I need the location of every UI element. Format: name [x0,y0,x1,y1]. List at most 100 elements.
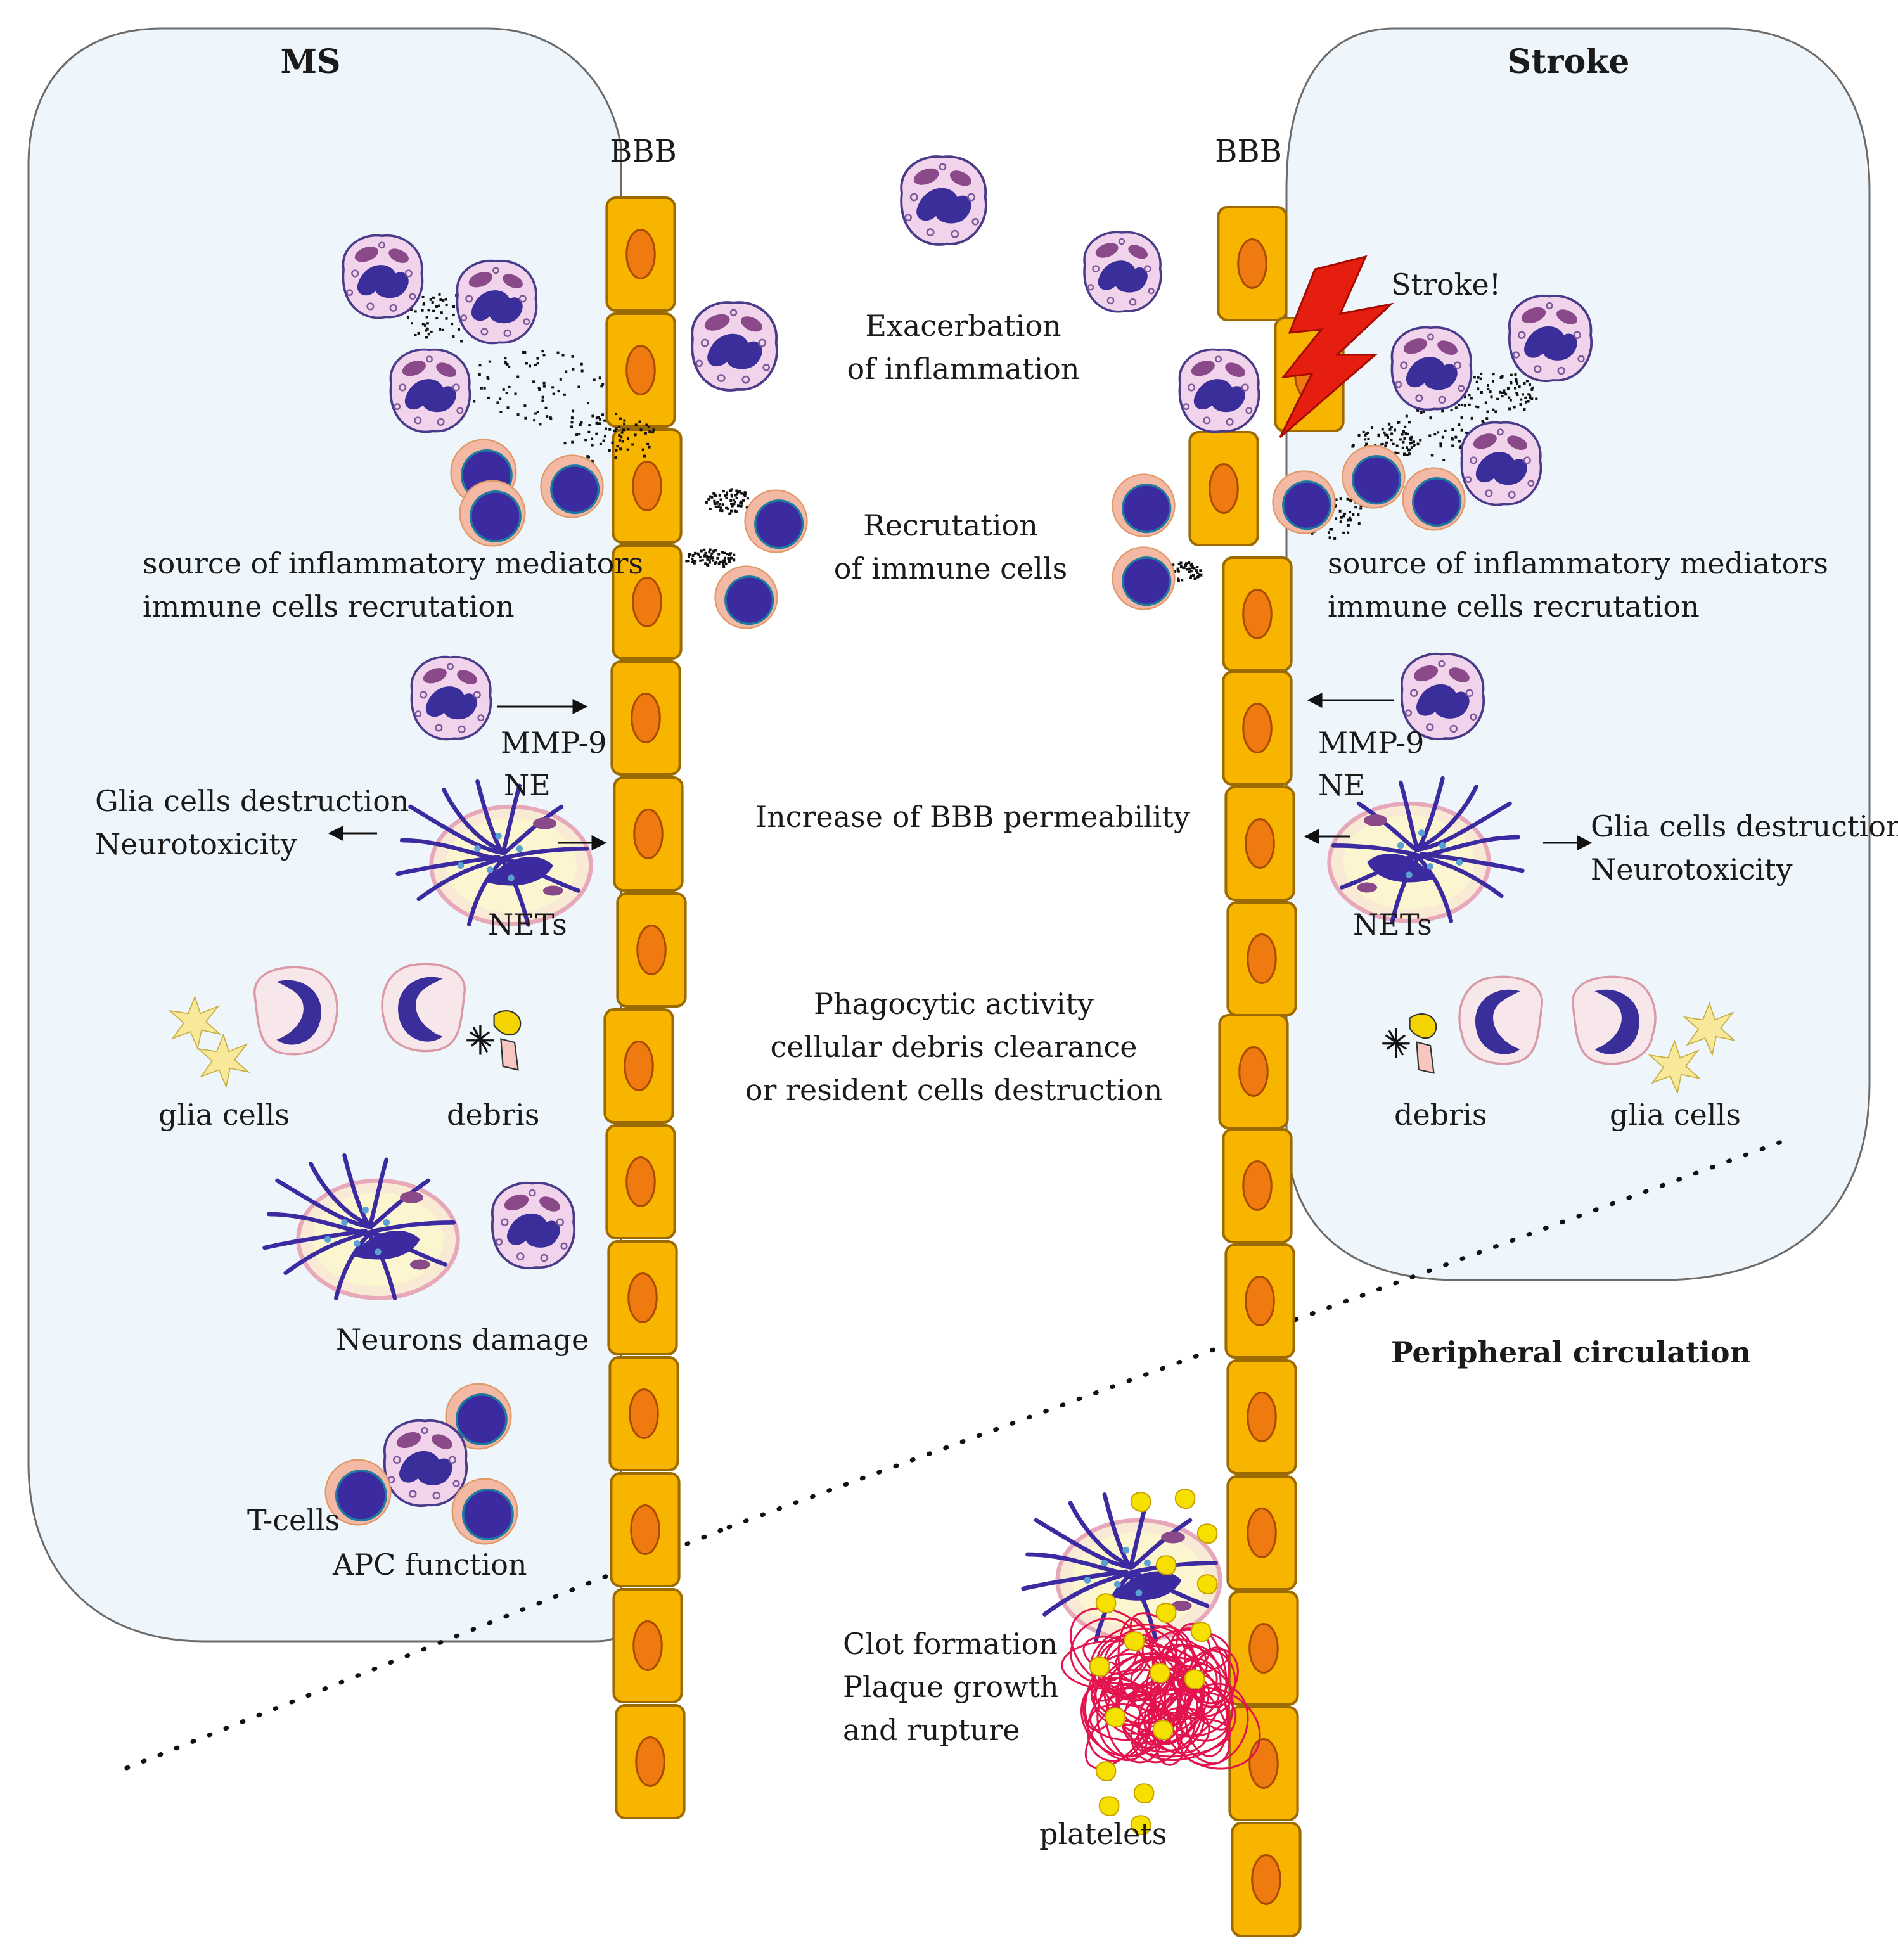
label-exacerbation-line1: Exacerbation [865,309,1061,343]
mediator-dot [1177,562,1181,565]
endothelial-cell [614,778,682,890]
label-stroke-exclaim: Stroke! [1391,267,1501,302]
mediator-dot [733,500,736,503]
platelet-icon [1105,1707,1126,1728]
mediator-dot [1359,507,1363,510]
clot-fiber [1130,1707,1183,1764]
mediator-dot [743,494,747,497]
label-clot-line3: and rupture [843,1713,1020,1747]
clot-fiber [1152,1711,1193,1744]
mediator-dot [646,442,650,445]
mediator-dot [1365,432,1368,435]
mediator-dot [556,351,560,354]
mediator-dot [694,560,697,563]
mediator-dot [1390,439,1393,442]
endothelial-cell [616,1705,684,1818]
mediator-dot [487,377,490,380]
mediator-dot [411,322,414,325]
mediator-dot [1346,497,1349,501]
mediator-dot [1386,433,1389,437]
macrophage-cell [253,966,338,1056]
mediator-dot [626,448,629,451]
mediator-dot [601,383,605,386]
mediator-dot [1188,570,1191,573]
mediator-dot [1529,396,1532,399]
mediator-dot [608,428,612,431]
mediator-dot [536,411,539,414]
endothelial-cell [1229,1707,1297,1820]
mediator-dot [1387,436,1390,439]
mediator-dot [577,385,580,388]
mediator-dot [532,380,535,383]
mediator-dot [425,336,428,339]
mediator-dot [725,493,728,496]
mediator-dot [1460,416,1463,420]
mediator-dot [1405,446,1408,449]
mediator-dot [502,388,505,391]
mediator-dot [1522,393,1525,396]
mediator-dot [1179,561,1183,565]
neutrophil-cell [1083,231,1162,313]
mediator-dot [1506,387,1510,390]
endothelial-cell [1223,672,1291,785]
mediator-dot [697,553,700,556]
label-ms-mmp9: MMP-9 [501,726,606,760]
label-phago-line1: Phagocytic activity [814,987,1094,1021]
mediator-dot [1451,437,1454,440]
label-peripheral-circulation: Peripheral circulation [1391,1335,1751,1369]
platelet-icon [1155,1603,1177,1624]
mediator-dot [504,360,507,363]
platelet-icon [1152,1720,1174,1741]
mediator-dot [528,364,531,368]
mediator-dot [634,423,638,426]
mediator-dot [591,459,594,463]
stroke-region [1285,27,1871,1281]
platelet-icon [1174,1489,1196,1509]
mediator-dot [1514,387,1517,390]
mediator-dot [430,330,433,333]
endothelial-cell [605,1009,672,1122]
lymphocyte-cell [714,565,779,630]
mediator-dot [1349,511,1352,514]
endothelial-cell [1189,432,1257,545]
mediator-dot [603,419,606,422]
mediator-dot [534,363,537,366]
mediator-dot [1349,499,1352,503]
mediator-dot [1524,400,1527,404]
mediator-dot [1374,444,1377,447]
mediator-dot [707,557,710,560]
clot-fiber [1163,1686,1261,1770]
mediator-dot [1342,515,1345,518]
mediator-dot [618,439,621,442]
mediator-dot [1349,518,1352,522]
label-stroke-glia-cells: glia cells [1610,1098,1741,1132]
mediator-dot [1406,432,1409,435]
mediator-dot [615,449,618,452]
neutrophil-cell [1460,421,1542,506]
mediator-dot [1484,401,1487,404]
lymphocyte-cell [1341,444,1406,509]
mediator-dot [733,509,736,513]
mediator-dot [620,435,623,439]
mediator-dot [1419,439,1422,442]
mediator-dot [1399,438,1402,441]
mediator-dot [740,492,743,495]
mediator-dot [1364,433,1367,437]
mediator-dot [1340,516,1343,519]
mediator-dot [1444,429,1447,432]
mediator-dot [643,454,646,458]
mediator-dot [1477,376,1480,379]
mediator-dot [1442,458,1446,461]
mediator-dot [1191,565,1194,568]
mediator-dot [685,560,688,563]
mediator-dot [602,439,605,442]
mediator-dot [701,559,704,562]
mediator-dot [1194,577,1197,580]
mediator-dot [1347,523,1350,527]
mediator-dot [1473,376,1476,379]
lymphocyte-cell [1271,470,1337,535]
mediator-dot [726,553,729,556]
mediator-dot [1196,565,1199,568]
mediator-dot [688,555,691,558]
mediator-dot [746,497,749,500]
